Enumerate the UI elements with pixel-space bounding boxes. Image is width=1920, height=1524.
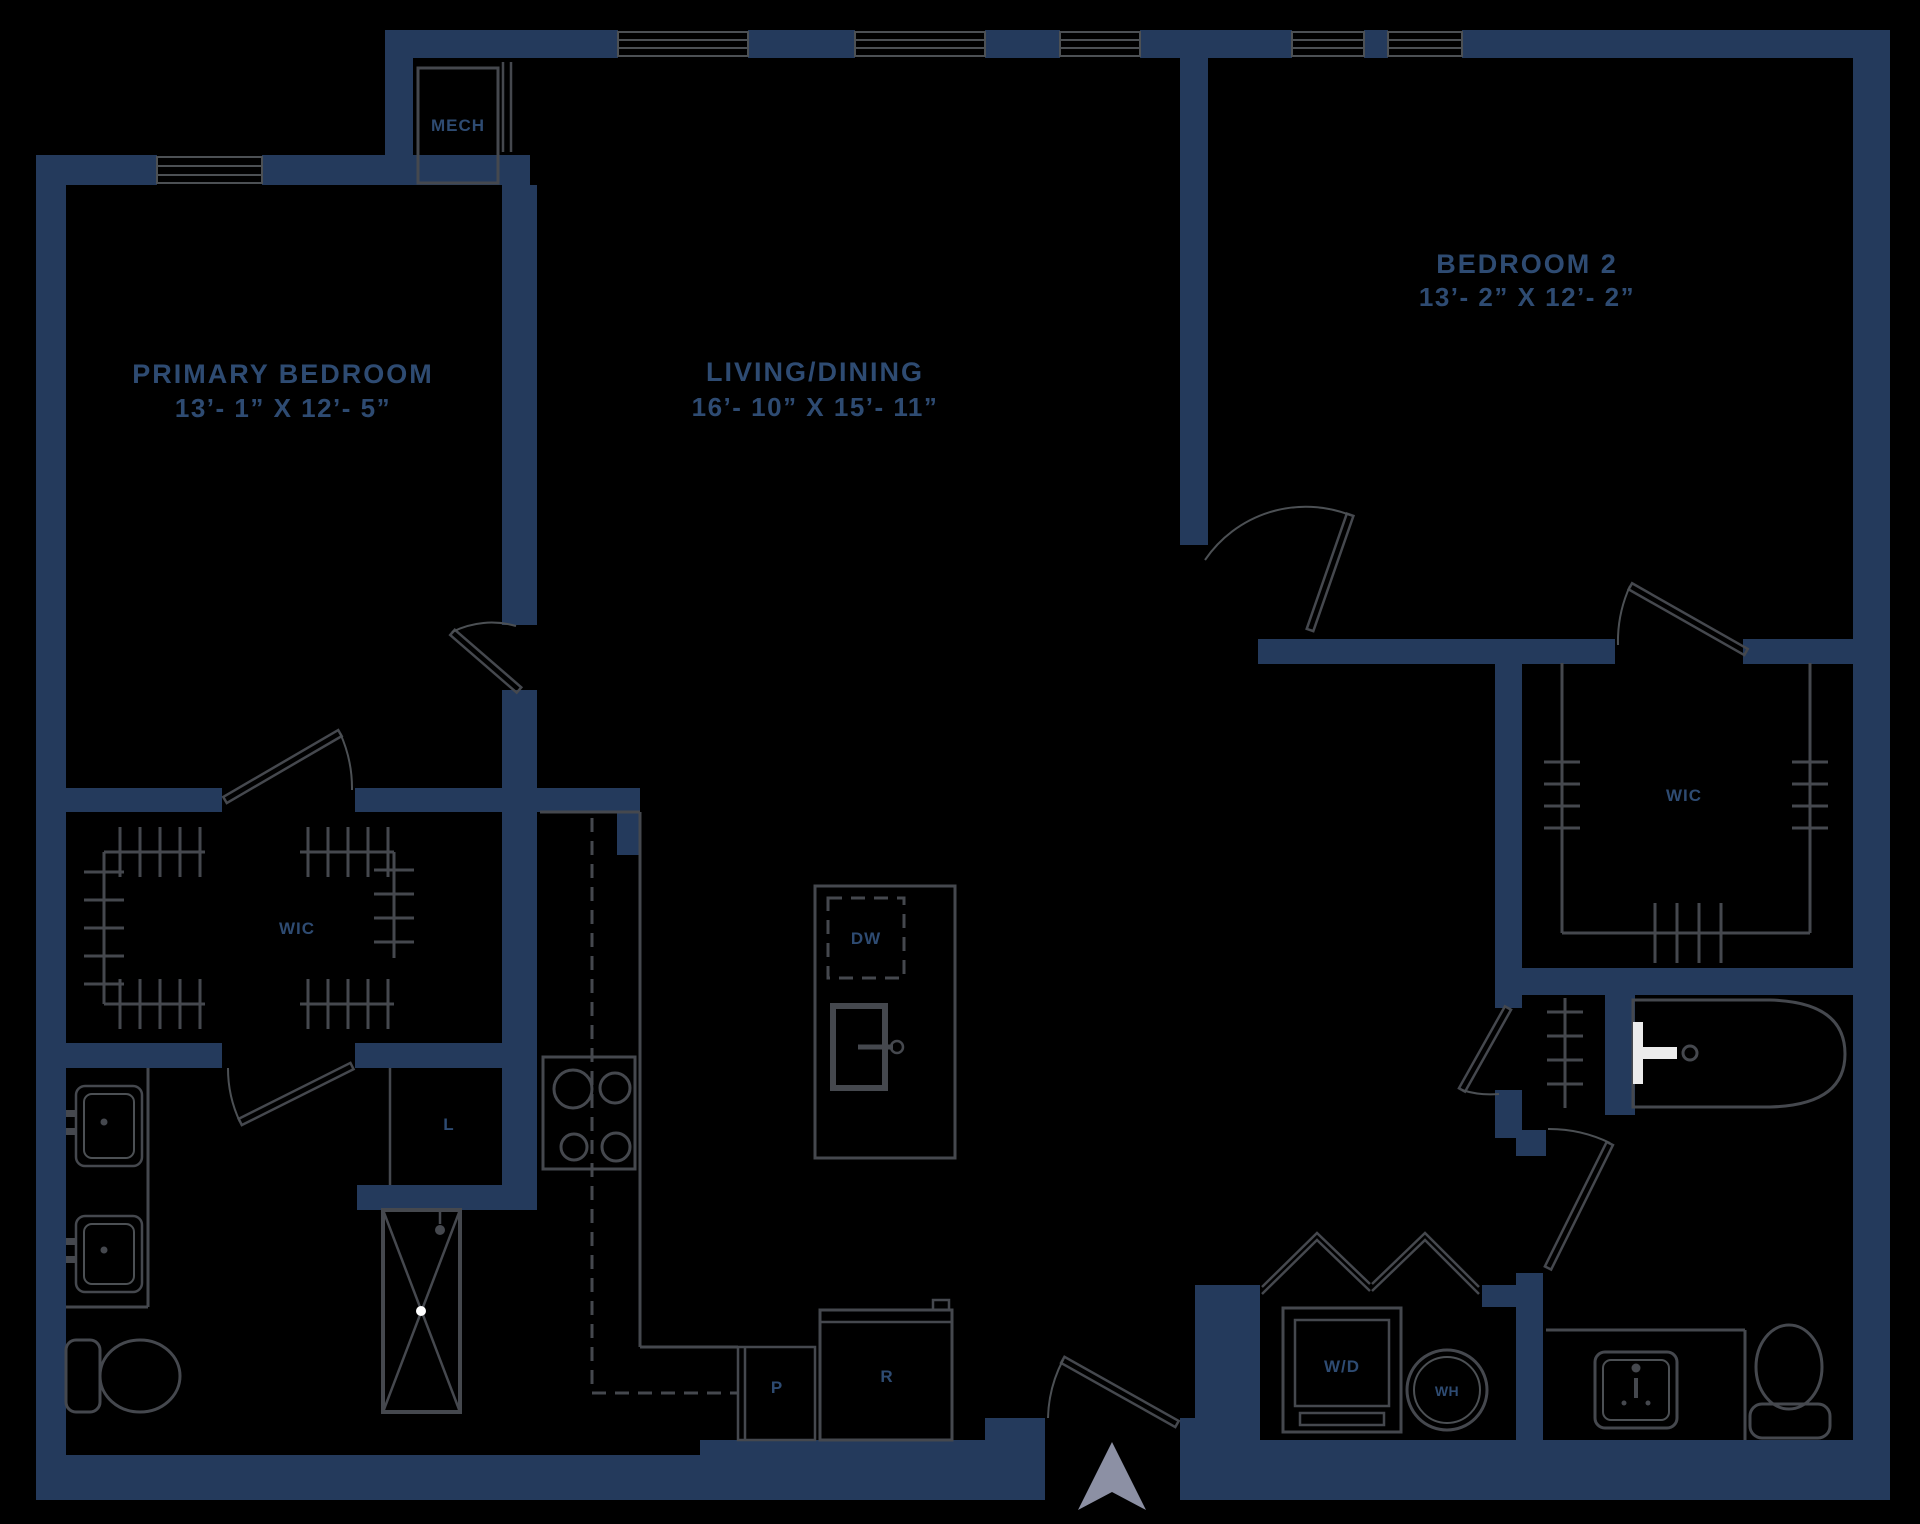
wall-segment [502,185,537,625]
living-dining-dims: 16’- 10” X 15’- 11” [692,392,939,422]
wall-segment [1605,968,1853,995]
primary-wic-rods [84,827,414,1029]
wall-segment [1210,1440,1890,1500]
wall-segment [748,30,855,58]
wall-segment [66,1043,222,1068]
wall-segment [985,30,1060,58]
wall-segment [36,155,157,185]
pantry-label: P [771,1378,783,1397]
wic-primary-label: WIC [279,919,315,938]
wall-segment [1140,30,1292,58]
wall-segment [357,1185,537,1210]
door-entry [1047,1355,1181,1429]
door-hall-bath2 [1457,1004,1513,1096]
pantry-box [736,1345,817,1442]
primary-bedroom-dims: 13’- 1” X 12’- 5” [175,393,391,423]
bathtub-icon [1631,998,1847,1109]
wall-segment [617,812,640,855]
refrigerator-label: R [880,1367,893,1386]
wic-bedroom2-label: WIC [1666,786,1702,805]
wall-segment [1258,639,1615,664]
wall-segment [1495,663,1522,1008]
range-icon [541,1055,637,1171]
wall-segment [66,788,222,812]
wall-segment [1853,30,1890,1500]
primary-bath [64,1068,462,1414]
bedroom-2-dims: 13’- 2” X 12’- 2” [1419,282,1635,312]
window-icon [1387,31,1463,57]
wall-segment [1522,968,1605,995]
shower-icon [381,1208,462,1414]
wall-segment [1605,995,1635,1115]
primary-bedroom-label: PRIMARY BEDROOM [132,359,434,389]
bath-2 [1546,998,1847,1440]
labels: PRIMARY BEDROOM 13’- 1” X 12’- 5” LIVING… [132,116,1702,1399]
mech-room [416,62,513,185]
doors [221,505,1750,1429]
wall-segment [36,155,66,1500]
wall-segment [355,1043,537,1068]
bedroom2-partition [1180,58,1208,545]
window-icon [854,31,986,57]
door-bath2 [1543,1127,1615,1272]
laundry [1281,1306,1489,1434]
refrigerator-box [818,1298,954,1442]
linen-label: L [443,1115,454,1134]
toilet-icon [1748,1323,1832,1440]
wall-segment [385,30,618,58]
bedroom-2-label: BEDROOM 2 [1436,249,1618,279]
dishwasher-label: DW [851,929,881,948]
toilet-icon [64,1338,182,1414]
wall-segment [355,788,640,812]
water-heater-icon [1405,1348,1489,1432]
north-arrow-icon [1078,1442,1146,1510]
door-wic-2 [1616,581,1750,657]
mech-left-wall [385,58,413,185]
sink-icon [1593,1350,1679,1430]
wall-segment [985,1418,1045,1465]
sink-icon [66,1084,144,1168]
window-icon [1059,31,1141,57]
kitchen [540,810,957,1442]
wall-segment [1743,639,1853,664]
wall-segment [1482,1285,1522,1307]
dishwasher-icon [826,896,906,980]
kitchen-island [813,884,957,1160]
door-bedroom-2 [1204,505,1356,633]
windows [156,31,1463,184]
water-heater-label: WH [1435,1383,1459,1399]
mech-label: MECH [431,116,485,135]
wall-segment [36,1455,826,1500]
mech-equipment-box [416,66,500,185]
door-primary-bath [226,1061,356,1127]
linen-nook-rod [1547,998,1583,1108]
wall-segment [1195,1285,1260,1445]
window-icon [617,31,749,57]
wall-segment [1364,30,1388,58]
living-dining-label: LIVING/DINING [706,357,924,387]
washer-dryer-icon [1281,1306,1403,1434]
door-primary-wic [221,728,354,805]
door-primary-suite [448,621,524,695]
window-icon [1291,31,1365,57]
island-sink-icon [830,1003,905,1091]
wall-segment [1516,1130,1546,1156]
wall-segment [1462,30,1853,58]
walls [36,30,1890,1500]
sink-icon [66,1214,144,1294]
window-icon [156,156,263,184]
wall-segment [502,690,537,1210]
wic2-rods [1544,663,1828,963]
washer-dryer-label: W/D [1324,1357,1360,1376]
bifold-doors-laundry-icon [1261,1231,1480,1295]
